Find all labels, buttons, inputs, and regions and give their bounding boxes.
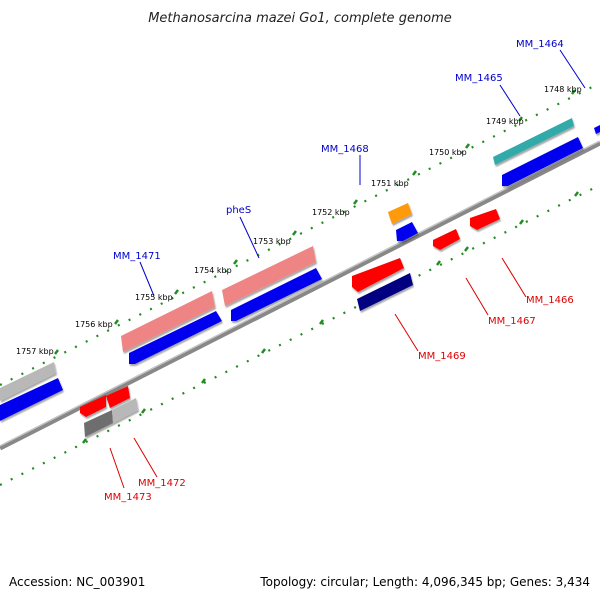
cds-blue-1[interactable] <box>129 311 222 364</box>
cds-red-1472b[interactable] <box>106 386 130 408</box>
cds-red-1469[interactable] <box>352 258 404 292</box>
cds-red-1467[interactable] <box>433 229 460 250</box>
accession-text: Accession: NC_003901 <box>9 575 145 589</box>
gene-gray-left[interactable] <box>0 362 56 401</box>
backbone-highlight <box>0 140 600 447</box>
gene-label-mm1468[interactable]: MM_1468 <box>321 144 369 155</box>
tick-label-1755: 1755 kbp <box>135 293 173 302</box>
upper-gene-track <box>0 118 574 401</box>
gene-label-phes[interactable]: pheS <box>226 205 251 216</box>
gene-darkgray-1473[interactable] <box>84 410 113 437</box>
gene-gray-1472[interactable] <box>112 398 138 423</box>
genome-summary-text: Topology: circular; Length: 4,096,345 bp… <box>259 575 590 589</box>
major-ticks-upper <box>54 89 576 355</box>
gene-teal[interactable] <box>493 118 574 165</box>
lower-gene-track <box>84 273 413 437</box>
gene-label-mm1473[interactable]: MM_1473 <box>104 492 152 503</box>
gene-pink-2[interactable] <box>222 246 316 306</box>
gene-label-mm1472[interactable]: MM_1472 <box>138 478 186 489</box>
tick-label-1748: 1748 kbp <box>544 85 582 94</box>
gene-label-mm1471[interactable]: MM_1471 <box>113 251 161 262</box>
forward-tick-track <box>0 82 600 386</box>
cds-blue-4[interactable] <box>502 137 583 186</box>
gene-label-mm1467[interactable]: MM_1467 <box>488 316 536 327</box>
gene-orange[interactable] <box>388 203 412 224</box>
gene-navy-1469[interactable] <box>357 273 413 311</box>
map-title: Methanosarcina mazei Go1, complete genom… <box>148 11 452 26</box>
gene-label-mm1465[interactable]: MM_1465 <box>455 73 503 84</box>
cds-blue-edge[interactable] <box>594 125 600 134</box>
lower-cds-track <box>80 209 500 417</box>
tick-label-1749: 1749 kbp <box>486 117 524 126</box>
tick-label-1754: 1754 kbp <box>194 266 232 275</box>
tick-label-1750: 1750 kbp <box>429 148 467 157</box>
cds-blue-3[interactable] <box>396 222 418 241</box>
forward-label-leaders <box>139 49 586 297</box>
tick-label-1751: 1751 kbp <box>371 179 409 188</box>
major-ticks-lower <box>82 191 579 444</box>
tick-labels: 1748 kbp 1749 kbp 1750 kbp 1751 kbp 1752… <box>16 85 582 356</box>
cds-red-1472a[interactable] <box>80 395 106 417</box>
tick-label-1756: 1756 kbp <box>75 320 113 329</box>
tick-label-1757: 1757 kbp <box>16 347 54 356</box>
tick-label-1752: 1752 kbp <box>312 208 350 217</box>
tick-label-1753: 1753 kbp <box>253 237 291 246</box>
cds-blue-left[interactable] <box>0 378 63 421</box>
gene-label-mm1466[interactable]: MM_1466 <box>526 295 574 306</box>
reverse-label-leaders <box>109 257 527 489</box>
gene-label-mm1469[interactable]: MM_1469 <box>418 351 466 362</box>
gene-pink-1[interactable] <box>121 291 215 352</box>
upper-cds-track <box>0 125 600 421</box>
gene-label-mm1464[interactable]: MM_1464 <box>516 39 564 50</box>
cds-red-1466[interactable] <box>470 209 500 230</box>
cds-blue-2[interactable] <box>231 268 322 321</box>
reverse-tick-track <box>0 184 600 486</box>
genome-backbone <box>0 140 600 451</box>
